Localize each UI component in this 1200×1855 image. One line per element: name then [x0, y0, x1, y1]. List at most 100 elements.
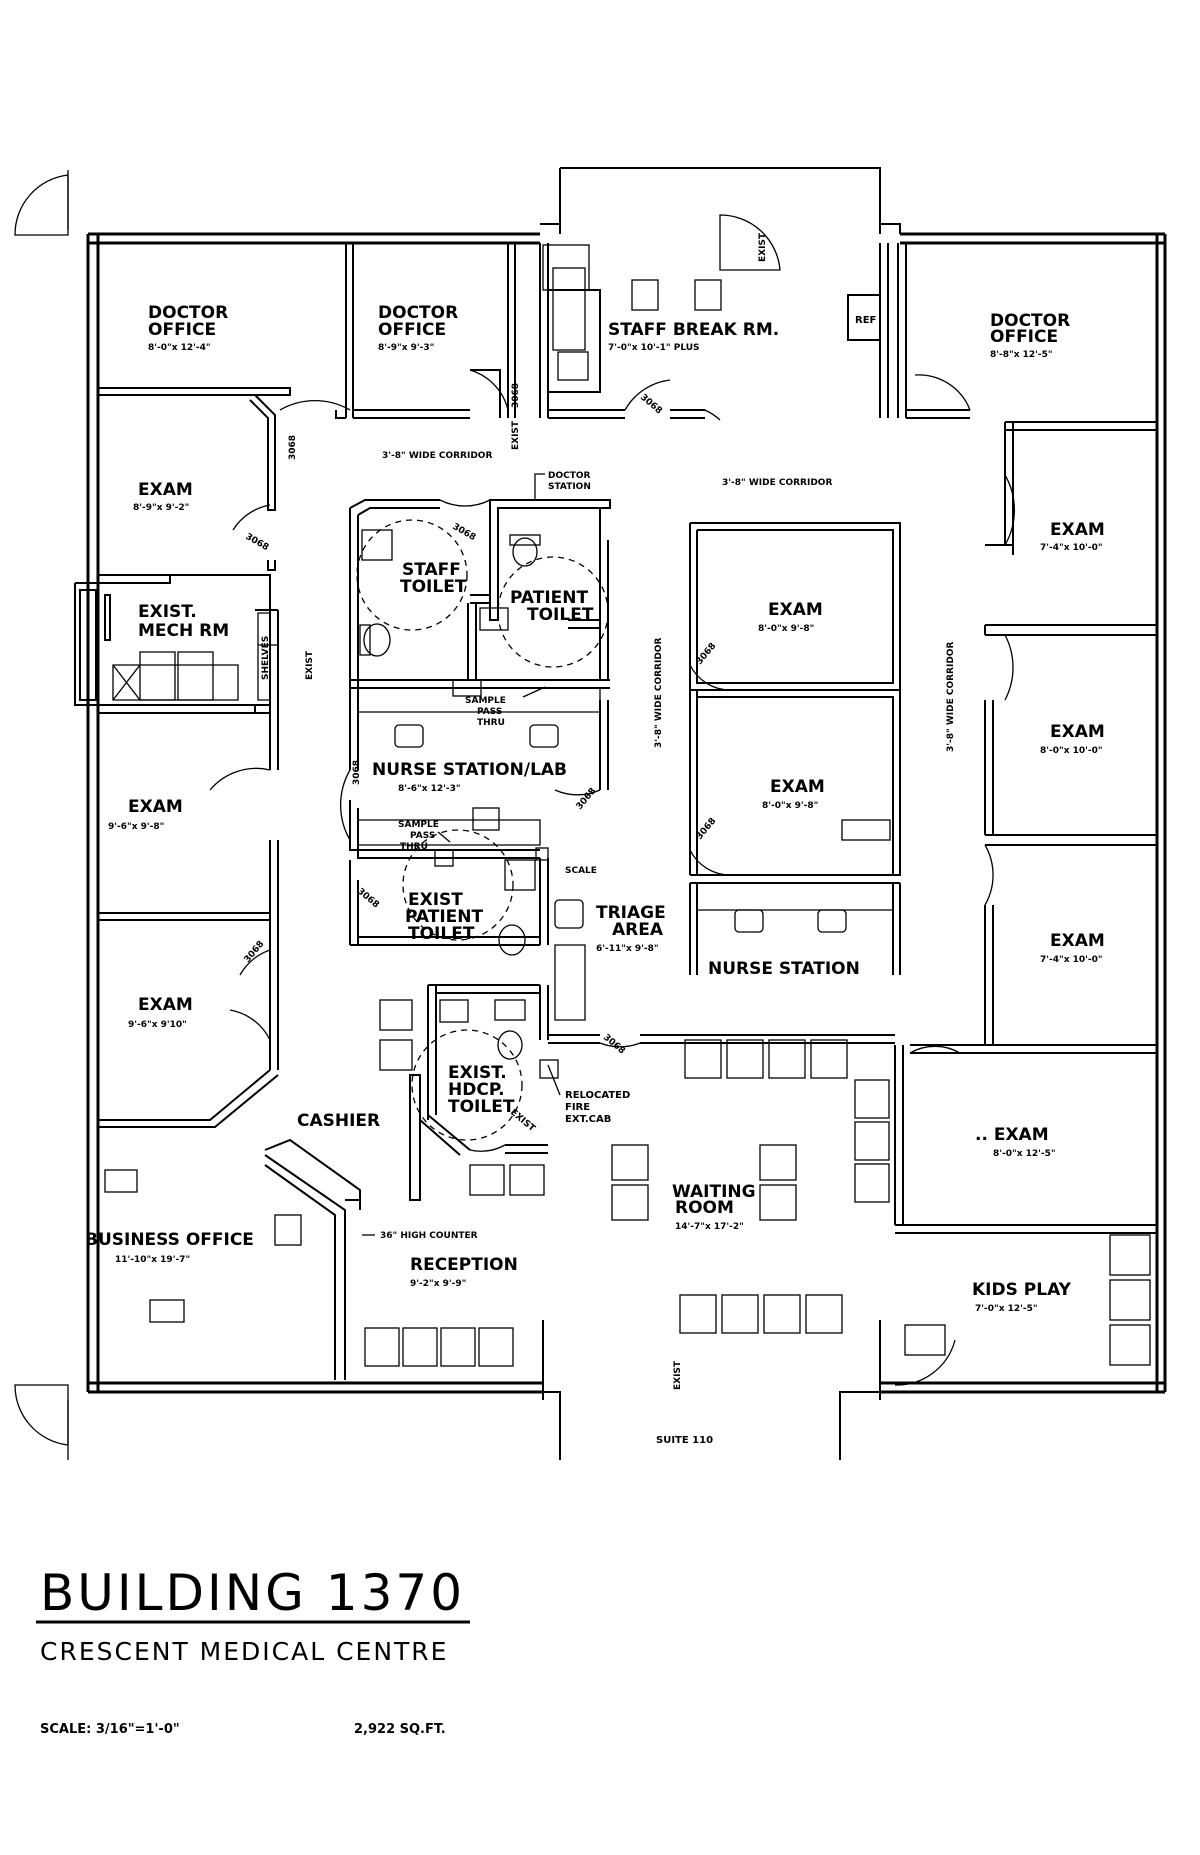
- exam-center-top-name: EXAM: [768, 600, 823, 620]
- triage-name-2: AREA: [612, 920, 664, 940]
- sample-pass-2-l3: THRU: [400, 842, 428, 852]
- door-tag: 3068: [638, 393, 664, 417]
- exam-right-3-name: EXAM: [1050, 931, 1105, 951]
- doctor-office-1-dims: 8'-0"x 12'-4": [148, 343, 211, 353]
- area: 2,922 SQ.FT.: [354, 1722, 446, 1737]
- waiting-dims: 14'-7"x 17'-2": [675, 1222, 744, 1232]
- staff-break-dims: 7'-0"x 10'-1" PLUS: [608, 343, 700, 353]
- exam-right-2-name: EXAM: [1050, 722, 1105, 742]
- exam-left-top-name: EXAM: [138, 480, 193, 500]
- exam-center-top-dims: 8'-0"x 9'-8": [758, 624, 814, 634]
- cashier-name: CASHIER: [297, 1111, 380, 1131]
- sample-pass-1-l1: SAMPLE: [465, 696, 506, 706]
- hdcp-toilet-2: HDCP.: [448, 1080, 505, 1100]
- hdcp-toilet-1: EXIST.: [448, 1063, 507, 1083]
- corridor-top-right: 3'-8" WIDE CORRIDOR: [722, 478, 832, 488]
- doctor-office-1-name-2: OFFICE: [148, 320, 216, 340]
- door-tag: 3068: [695, 641, 719, 667]
- doctor-station-2: STATION: [548, 482, 591, 492]
- hdcp-toilet-3: TOILET: [448, 1097, 515, 1117]
- reception-dims: 9'-2"x 9'-9": [410, 1279, 466, 1289]
- kids-play-dims: 7'-0"x 12'-5": [975, 1304, 1038, 1314]
- exist-patient-toilet-2: PATIENT: [405, 907, 483, 927]
- doctor-office-2-dims: 8'-9"x 9'-3": [378, 343, 434, 353]
- corridor-top-left: 3'-8" WIDE CORRIDOR: [382, 451, 492, 461]
- shelves-label: SHELVES: [261, 636, 271, 680]
- sample-pass-2-l2: PASS: [410, 831, 435, 841]
- mech-exist-label: EXIST: [305, 650, 315, 680]
- business-office-dims: 11'-10"x 19'-7": [115, 1255, 190, 1265]
- exam-right-3-dims: 7'-4"x 10'-0": [1040, 955, 1103, 965]
- door-tag: 3068: [244, 532, 271, 553]
- fire-cab-l2: FIRE: [565, 1102, 590, 1113]
- waiting-name-1: WAITING: [672, 1182, 756, 1202]
- chairs: [104, 724, 1151, 1367]
- doctor-office-3-name-1: DOCTOR: [990, 311, 1070, 331]
- corridor-vertical-right: 3'-8" WIDE CORRIDOR: [946, 642, 956, 752]
- scale-label: SCALE: [565, 866, 597, 876]
- sample-pass-2-l1: SAMPLE: [398, 820, 439, 830]
- exam-right-4-name: .. EXAM: [975, 1125, 1049, 1145]
- counter-label: 36" HIGH COUNTER: [380, 1231, 478, 1241]
- exam-right-2-dims: 8'-0"x 10'-0": [1040, 746, 1103, 756]
- scale: SCALE: 3/16"=1'-0": [40, 1722, 180, 1737]
- triage-name-1: TRIAGE: [596, 903, 666, 923]
- exam-left-mid-name: EXAM: [128, 797, 183, 817]
- title-block: BUILDING 1370 CRESCENT MEDICAL CENTRE SC…: [36, 1564, 470, 1737]
- exam-left-mid-dims: 9'-6"x 9'-8": [108, 822, 164, 832]
- staff-toilet-name-2: TOILET: [400, 577, 467, 597]
- patient-toilet-name-2: TOILET: [527, 605, 594, 625]
- corridor-vertical-center: 3'-8" WIDE CORRIDOR: [654, 638, 664, 748]
- fixtures: [356, 244, 891, 1141]
- exam-right-1-dims: 7'-4"x 10'-0": [1040, 543, 1103, 553]
- exist-patient-toilet-3: TOILET: [408, 924, 475, 944]
- leaders: [362, 473, 561, 1236]
- ref-label: REF: [855, 315, 876, 326]
- nurse-station-name: NURSE STATION: [708, 959, 860, 979]
- exterior-walls: [14, 167, 1167, 1460]
- exam-center-bot-dims: 8'-0"x 9'-8": [762, 801, 818, 811]
- exist-patient-toilet-1: EXIST: [408, 890, 463, 910]
- doctor-office-2-name-1: DOCTOR: [378, 303, 458, 323]
- exam-left-bot-dims: 9'-6"x 9'10": [128, 1020, 187, 1030]
- exam-left-top-dims: 8'-9"x 9'-2": [133, 503, 189, 513]
- exam-right-4-dims: 8'-0"x 12'-5": [993, 1149, 1056, 1159]
- door-tag: 3068: [451, 522, 478, 543]
- exist-tag: EXIST: [673, 1360, 683, 1390]
- door-tag: 3068: [695, 816, 719, 842]
- sample-pass-1-l2: PASS: [477, 707, 502, 717]
- door-tag: 3068: [511, 383, 521, 408]
- door-tag: 3068: [352, 760, 362, 785]
- exam-right-1-name: EXAM: [1050, 520, 1105, 540]
- nurse-lab-dims: 8'-6"x 12'-3": [398, 784, 461, 794]
- fire-cab-l3: EXT.CAB: [565, 1114, 611, 1125]
- waiting-name-2: ROOM: [675, 1198, 734, 1218]
- doctor-station-1: DOCTOR: [548, 471, 591, 481]
- mech-room-name-2: MECH RM: [138, 621, 229, 641]
- exist-tag: EXIST: [508, 1108, 537, 1135]
- sample-pass-1-l3: THRU: [477, 718, 505, 728]
- fire-cab-l1: RELOCATED: [565, 1090, 630, 1101]
- doctor-office-2-name-2: OFFICE: [378, 320, 446, 340]
- business-office-name: BUSINESS OFFICE: [85, 1230, 254, 1250]
- kids-play-name: KIDS PLAY: [972, 1280, 1072, 1300]
- exist-tag: EXIST: [511, 420, 521, 450]
- exam-center-bot-name: EXAM: [770, 777, 825, 797]
- doctor-office-3-dims: 8'-8"x 12'-5": [990, 350, 1053, 360]
- room-labels: DOCTOR OFFICE 8'-0"x 12'-4" DOCTOR OFFIC…: [85, 303, 1105, 1446]
- title: BUILDING 1370: [40, 1564, 465, 1622]
- triage-dims: 6'-11"x 9'-8": [596, 944, 659, 954]
- door-tag: 3068: [575, 786, 599, 812]
- exist-tag: EXIST: [758, 232, 768, 262]
- doctor-office-3-name-2: OFFICE: [990, 327, 1058, 347]
- suite-name: SUITE 110: [656, 1435, 713, 1446]
- interior-walls: [74, 243, 1157, 1392]
- door-tag: 3068: [243, 939, 267, 965]
- subtitle: CRESCENT MEDICAL CENTRE: [40, 1637, 448, 1666]
- doctor-office-1-name-1: DOCTOR: [148, 303, 228, 323]
- doors: [209, 214, 1015, 1386]
- nurse-lab-name: NURSE STATION/LAB: [372, 760, 567, 780]
- reception-name: RECEPTION: [410, 1255, 518, 1275]
- staff-toilet-name-1: STAFF: [402, 560, 461, 580]
